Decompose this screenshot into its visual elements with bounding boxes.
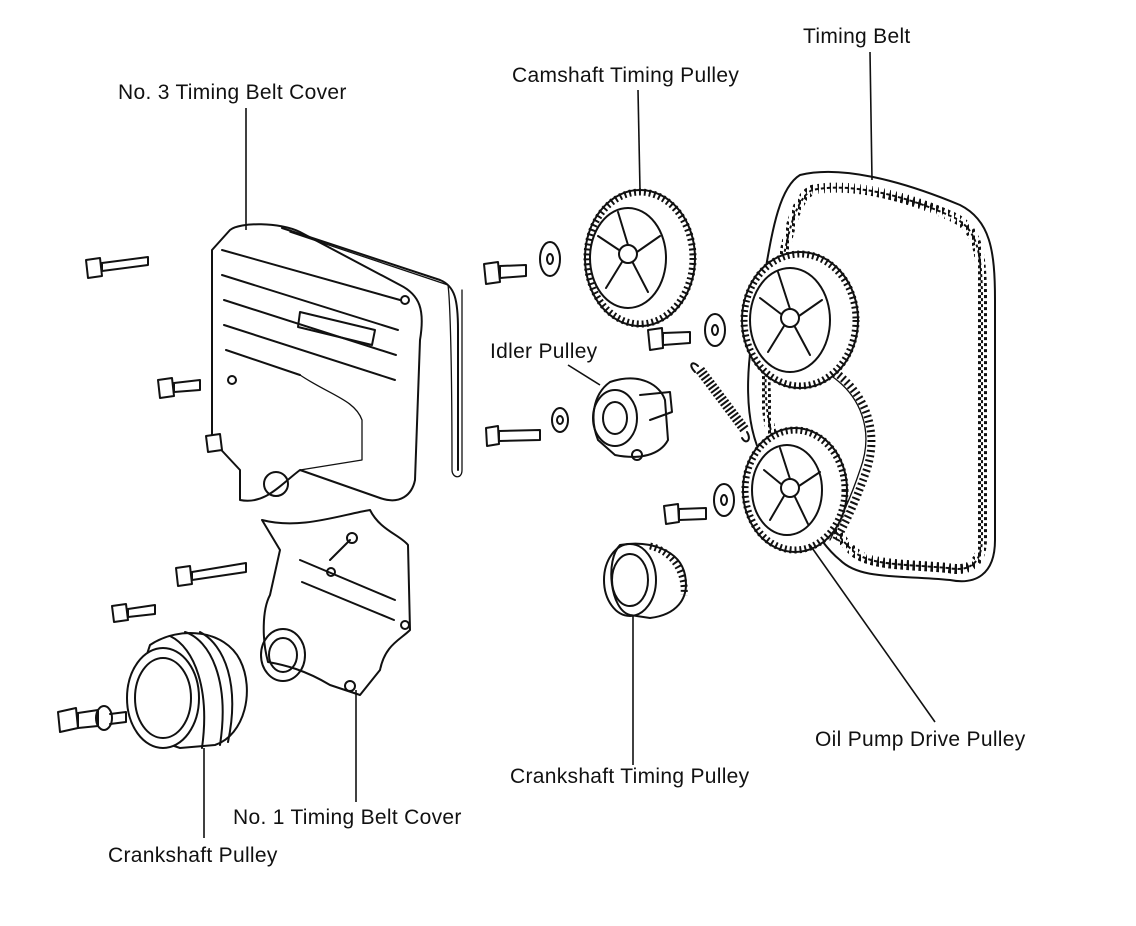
label-no3-timing-belt-cover: No. 3 Timing Belt Cover xyxy=(118,81,347,104)
bolts-left xyxy=(85,256,247,623)
crankshaft-timing-pulley xyxy=(603,542,688,619)
leader-lines xyxy=(203,51,936,838)
camshaft-timing-pulley xyxy=(583,188,697,328)
label-crankshaft-timing-pulley: Crankshaft Timing Pulley xyxy=(510,765,750,788)
label-crankshaft-pulley: Crankshaft Pulley xyxy=(108,844,278,867)
label-timing-belt: Timing Belt xyxy=(803,25,911,48)
tension-spring xyxy=(690,362,750,443)
belt-upper-sprocket xyxy=(740,250,860,390)
washers xyxy=(539,241,735,517)
oil-pump-drive-pulley xyxy=(741,426,849,554)
label-oil-pump-drive-pulley: Oil Pump Drive Pulley xyxy=(815,728,1026,751)
no1-timing-belt-cover xyxy=(260,509,411,696)
label-idler-pulley: Idler Pulley xyxy=(490,340,598,363)
no3-timing-belt-cover xyxy=(211,223,463,502)
bolts-right xyxy=(483,261,707,525)
idler-pulley xyxy=(592,377,673,461)
label-camshaft-timing-pulley: Camshaft Timing Pulley xyxy=(512,64,740,87)
crankshaft-pulley xyxy=(57,631,248,749)
label-no1-timing-belt-cover: No. 1 Timing Belt Cover xyxy=(233,806,462,829)
